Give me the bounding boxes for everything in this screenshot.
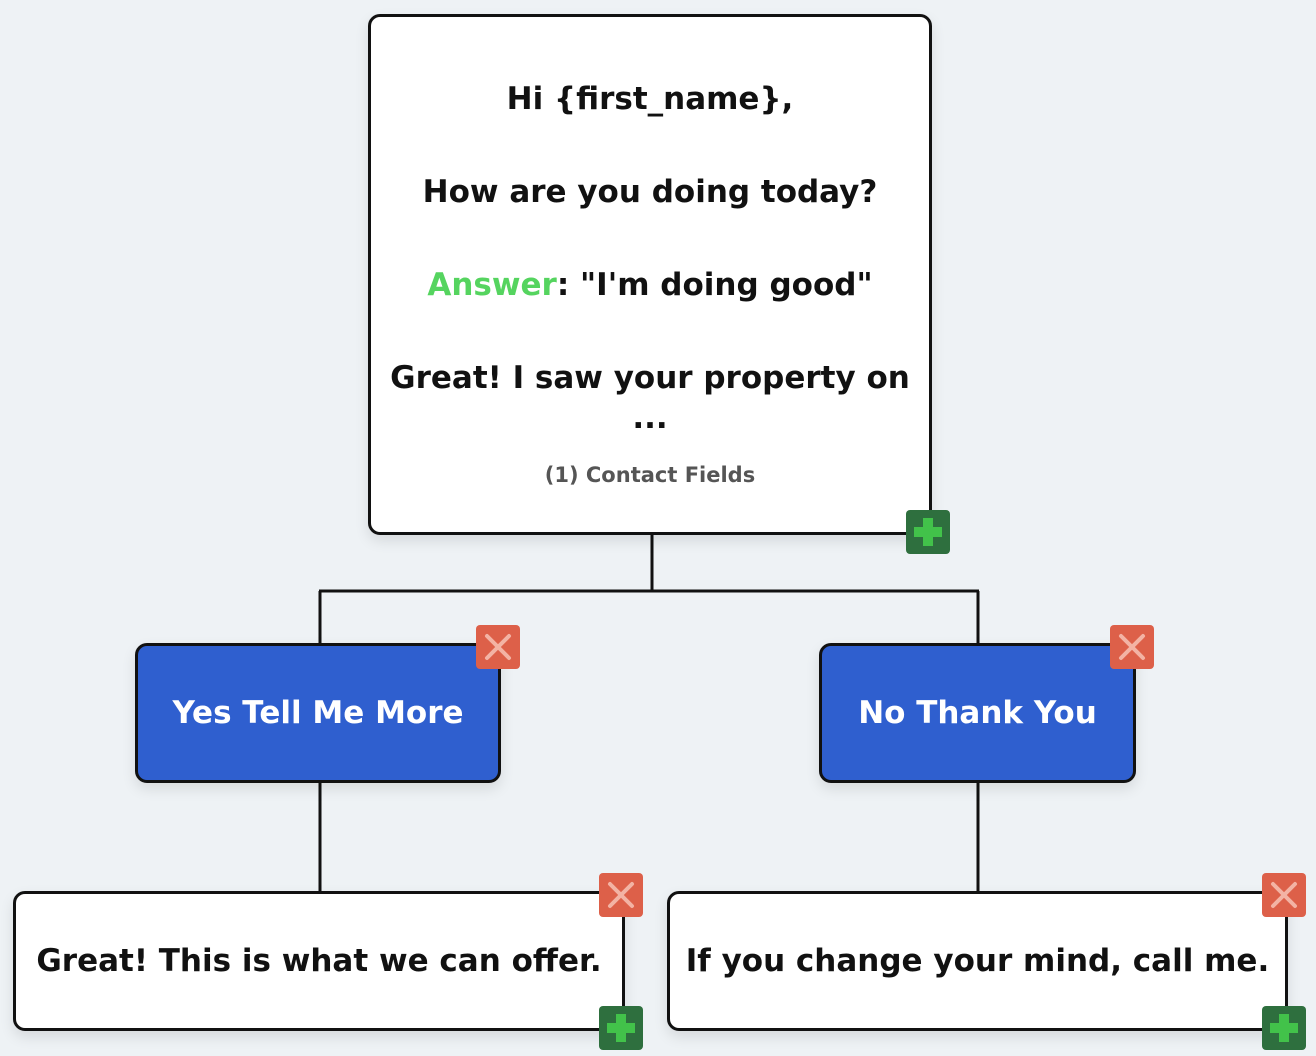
plus-icon <box>1270 1014 1298 1042</box>
plus-icon <box>607 1014 635 1042</box>
response-node-2[interactable]: If you change your mind, call me. <box>667 891 1288 1031</box>
response-1-delete-button[interactable] <box>599 873 643 917</box>
question-text: How are you doing today? <box>422 174 878 210</box>
option-label: No Thank You <box>858 695 1097 731</box>
response-node-1[interactable]: Great! This is what we can offer. <box>13 891 625 1031</box>
option-1-delete-button[interactable] <box>476 625 520 669</box>
contact-fields-link[interactable]: (1) Contact Fields <box>544 463 756 487</box>
response-1-add-button[interactable] <box>599 1006 643 1050</box>
close-icon <box>608 882 634 908</box>
answer-label: Answer <box>427 267 557 303</box>
greeting-text: Hi {first_name}, <box>506 81 794 117</box>
close-icon <box>1119 634 1145 660</box>
response-text: Great! This is what we can offer. <box>36 943 602 979</box>
option-node-yes[interactable]: Yes Tell Me More <box>135 643 501 783</box>
plus-icon <box>914 518 942 546</box>
root-add-button[interactable] <box>906 510 950 554</box>
response-2-delete-button[interactable] <box>1262 873 1306 917</box>
root-message-node[interactable]: Hi {first_name}, How are you doing today… <box>368 14 932 535</box>
option-2-delete-button[interactable] <box>1110 625 1154 669</box>
option-node-no[interactable]: No Thank You <box>819 643 1136 783</box>
close-icon <box>485 634 511 660</box>
followup-text: Great! I saw your property on <box>390 360 910 396</box>
response-text: If you change your mind, call me. <box>685 943 1270 979</box>
response-2-add-button[interactable] <box>1262 1006 1306 1050</box>
ellipsis-text: ... <box>632 400 668 436</box>
answer-text: : "I'm doing good" <box>556 267 873 303</box>
close-icon <box>1271 882 1297 908</box>
answer-line: Answer: "I'm doing good" <box>371 265 929 305</box>
option-label: Yes Tell Me More <box>172 695 464 731</box>
